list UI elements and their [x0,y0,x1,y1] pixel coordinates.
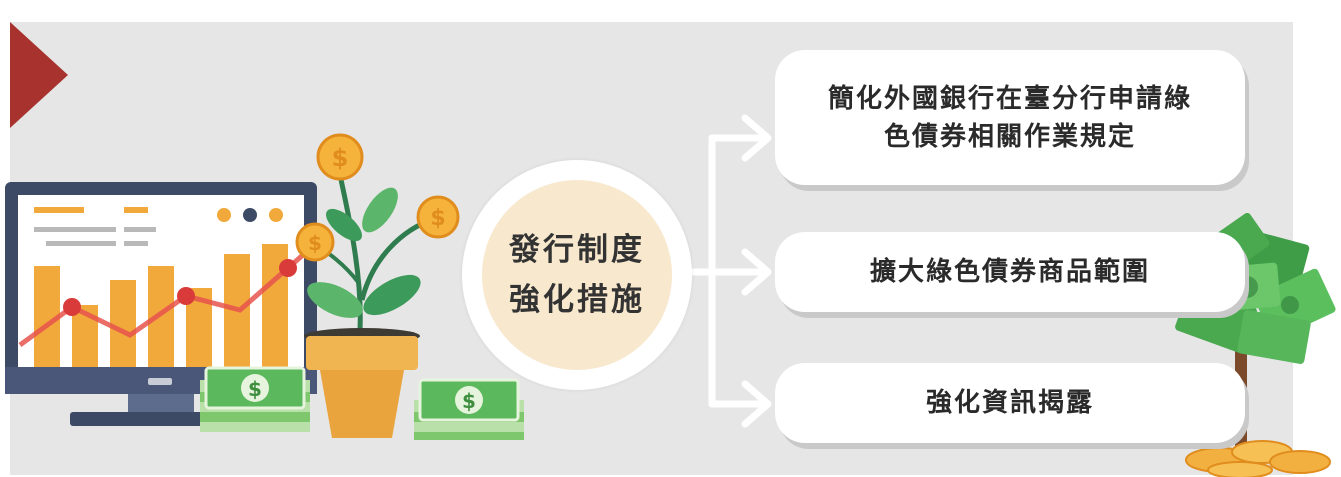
svg-text:$: $ [308,231,322,255]
measure-box-disclosure: 強化資訊揭露 [775,363,1245,443]
measure-box-simplify: 簡化外國銀行在臺分行申請綠 色債券相關作業規定 [775,50,1245,185]
svg-text:$: $ [248,377,262,401]
money-tree-icon [1169,212,1336,477]
measure-text: 強化資訊揭露 [925,388,1094,418]
center-label-line2: 強化措施 [509,282,645,318]
center-label-line1: 發行制度 [509,232,645,268]
plant-coin-icon: $ $ $ [295,133,460,438]
svg-text:$: $ [332,144,349,172]
svg-text:$: $ [462,389,476,413]
corner-triangle [10,22,68,128]
svg-text:$: $ [430,206,445,231]
measure-box-expand: 擴大綠色債券商品範圍 [775,232,1245,312]
measure-text-line1: 簡化外國銀行在臺分行申請綠 [827,83,1192,114]
center-label: 發行制度 強化措施 [482,180,672,370]
measure-text: 擴大綠色債券商品範圍 [869,257,1150,287]
money-stack-icon: $ $ [200,366,524,440]
measure-text-line2: 色債券相關作業規定 [883,121,1136,152]
